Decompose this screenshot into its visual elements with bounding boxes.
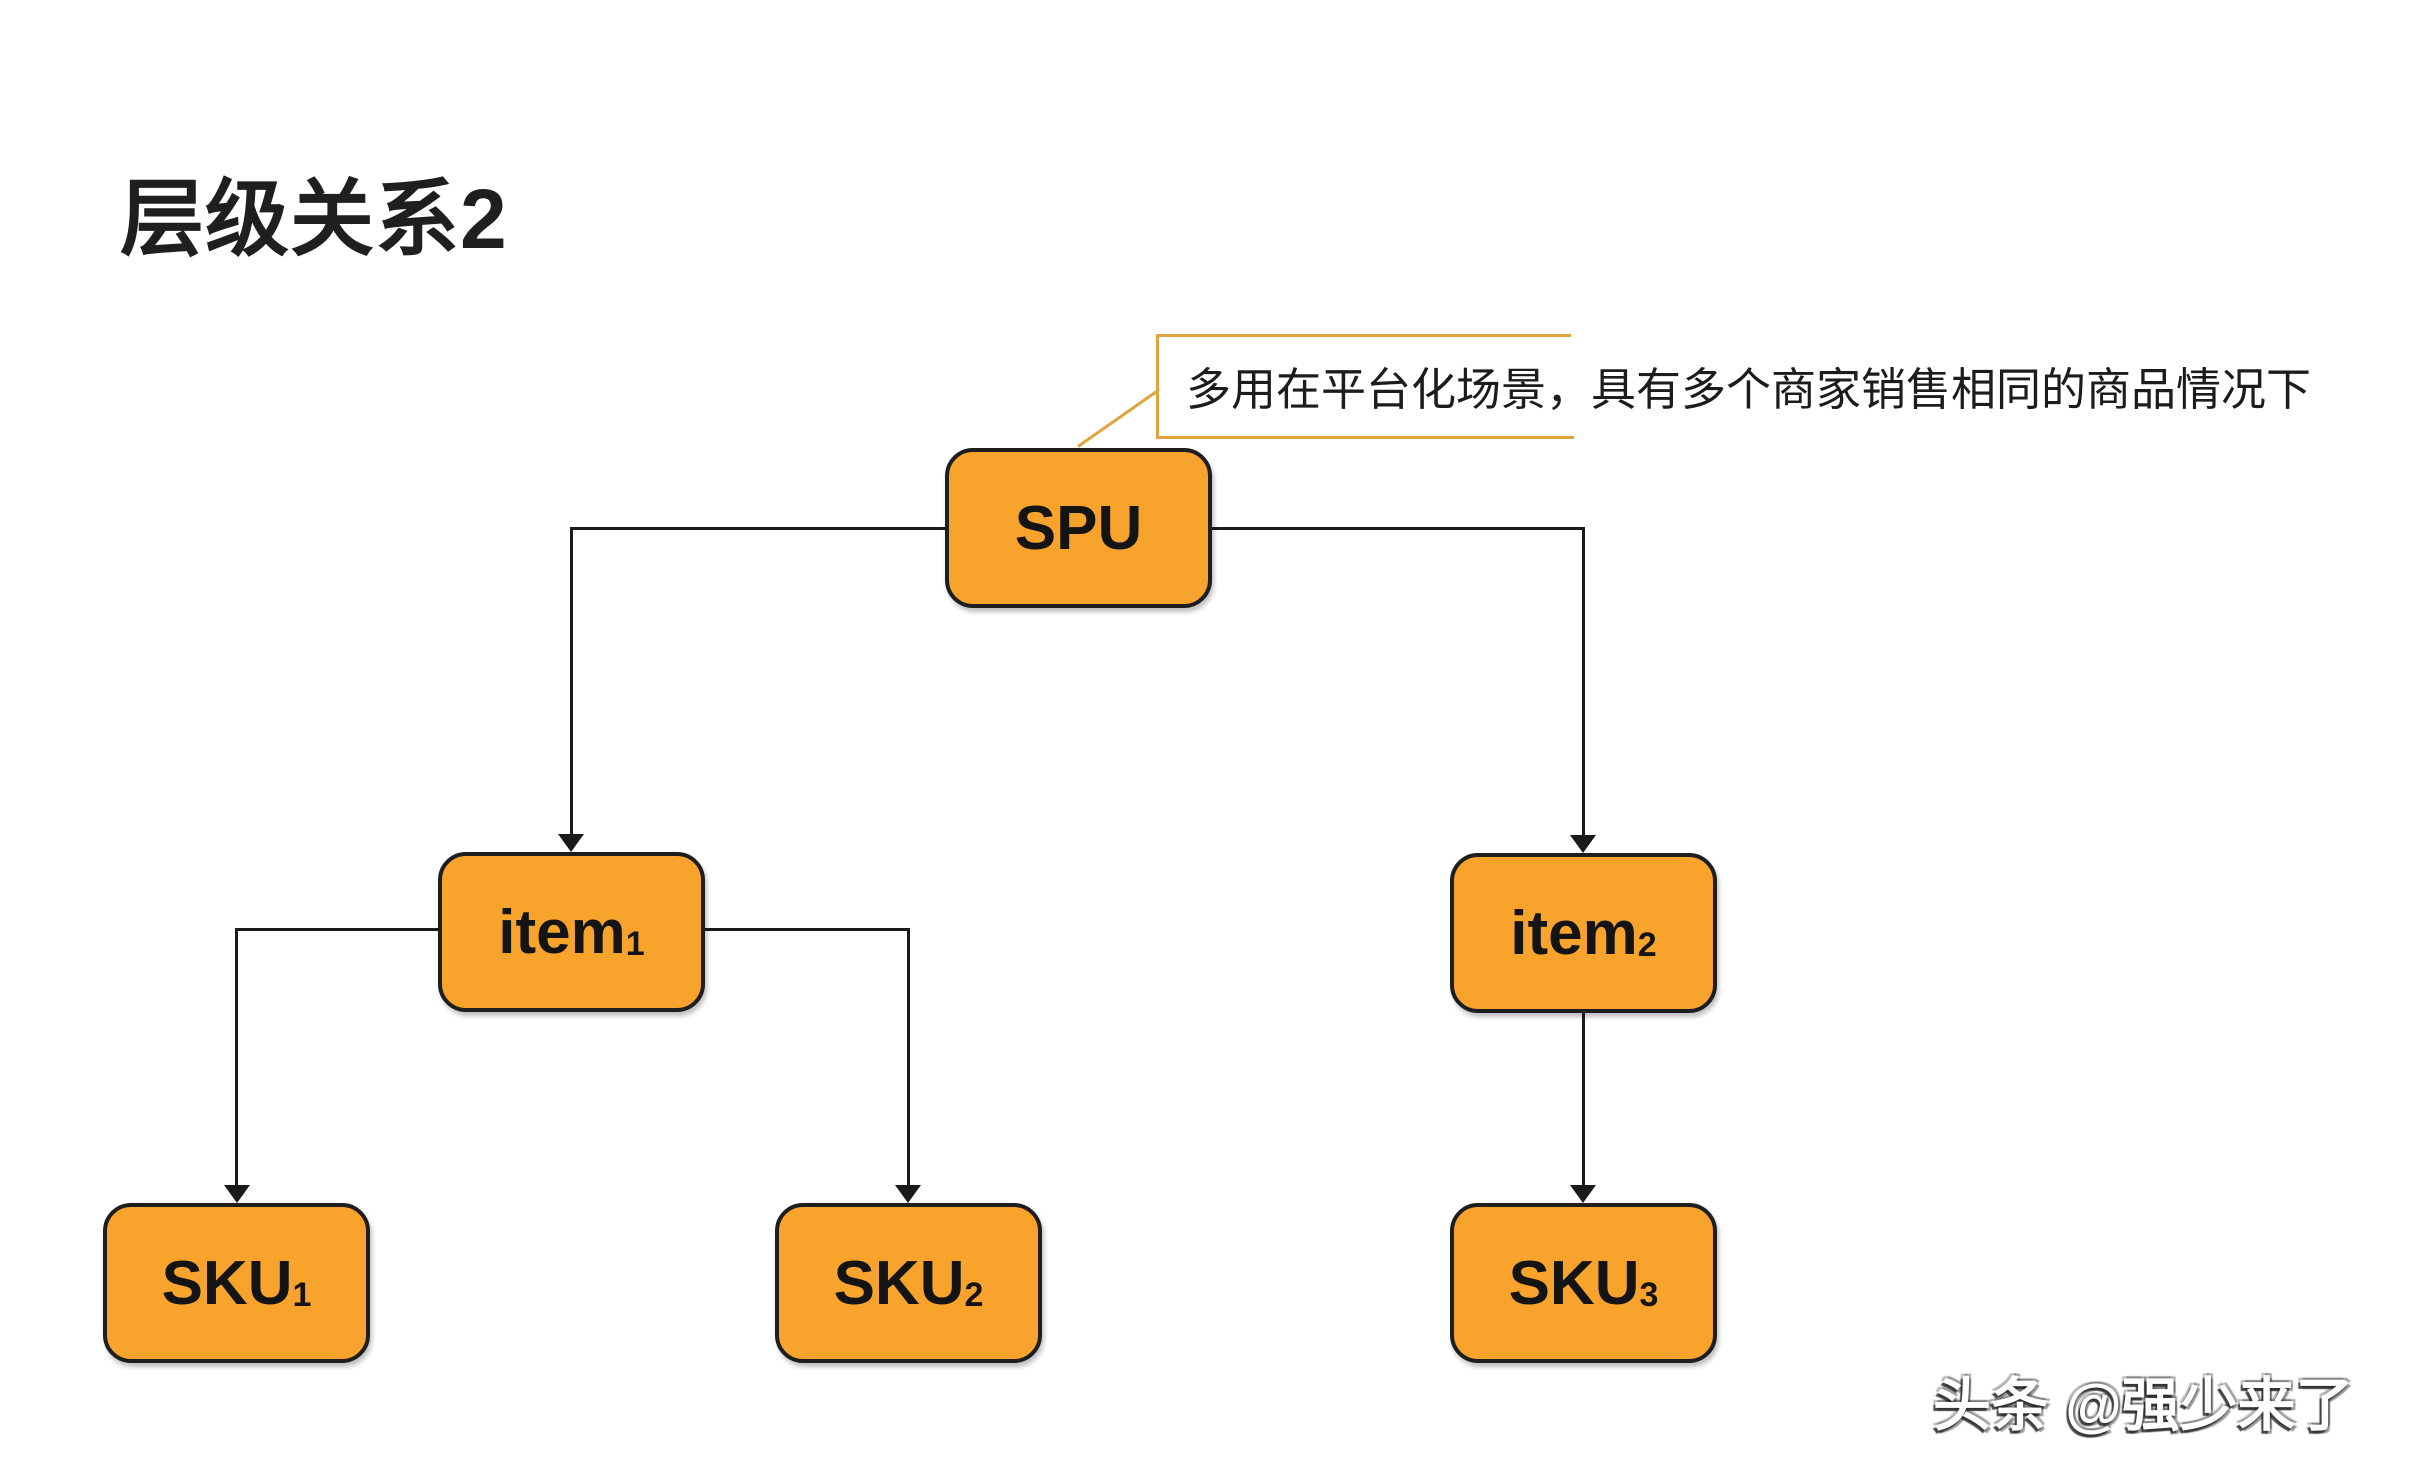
callout-leader-line [1077, 388, 1160, 448]
arrowhead-down-item1 [558, 834, 584, 852]
arrowhead-down-item2 [1570, 835, 1596, 853]
toutiao-watermark: 头条 @强少来了 [1933, 1373, 2354, 1438]
callout-annotation: 多用在平台化场景，具有多个商家销售相同的商品情况下 [1186, 364, 2312, 415]
connector-item1-sku2-horizontal [705, 928, 908, 931]
node-item2-label: item [1510, 898, 1638, 968]
node-sku3: SKU3 [1450, 1203, 1717, 1363]
connector-item1-sku1-horizontal [237, 928, 438, 931]
node-item1-subscript: 1 [625, 924, 645, 963]
node-item1: item1 [438, 852, 705, 1012]
node-sku1: SKU1 [103, 1203, 370, 1363]
connector-spu-item2-vertical [1582, 527, 1585, 837]
node-item2: item2 [1450, 853, 1717, 1013]
node-spu-label: SPU [1014, 493, 1143, 563]
connector-spu-item1-horizontal [571, 527, 945, 530]
connector-item2-sku3-vertical [1582, 1013, 1585, 1185]
node-sku3-label: SKU [1508, 1248, 1640, 1318]
connector-item1-sku2-vertical [907, 928, 910, 1185]
page-title: 层级关系2 [120, 172, 508, 266]
arrowhead-down-sku1 [224, 1185, 250, 1203]
connector-spu-item2-horizontal [1212, 527, 1584, 530]
node-item2-subscript: 2 [1637, 925, 1657, 964]
node-sku2-label: SKU [833, 1248, 965, 1318]
arrowhead-down-sku3 [1570, 1185, 1596, 1203]
node-item1-label: item [498, 897, 626, 967]
node-sku2-subscript: 2 [964, 1275, 984, 1314]
arrowhead-down-sku2 [895, 1185, 921, 1203]
node-spu: SPU [945, 448, 1212, 608]
connector-spu-item1-vertical [570, 527, 573, 836]
callout-vertical-line [1156, 334, 1159, 439]
node-sku2: SKU2 [775, 1203, 1042, 1363]
node-sku1-label: SKU [161, 1248, 293, 1318]
callout-bottom-line [1156, 436, 1574, 439]
node-sku3-subscript: 3 [1639, 1275, 1659, 1314]
callout-top-line [1156, 334, 1571, 337]
connector-item1-sku1-vertical [235, 928, 238, 1185]
node-sku1-subscript: 1 [292, 1275, 312, 1314]
